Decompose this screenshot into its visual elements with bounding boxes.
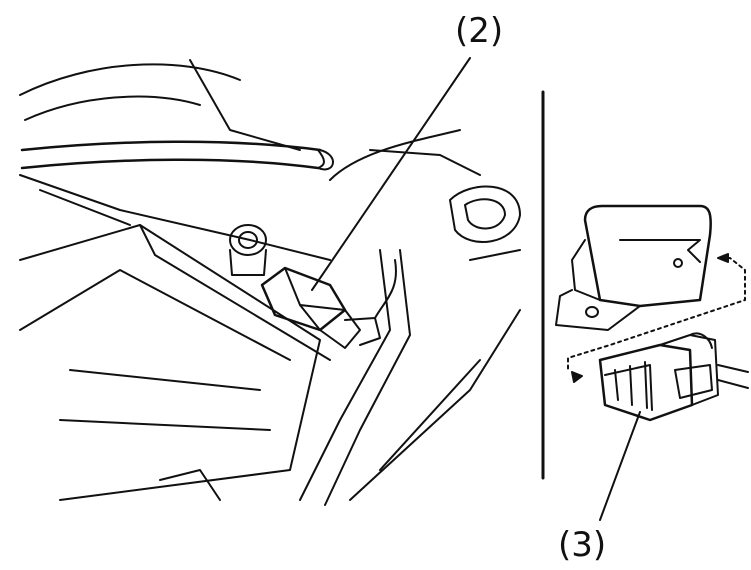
callout-label-3: (3) [558,525,607,565]
leader-line-2 [311,57,471,291]
grommet [449,185,521,243]
assembly-guides [567,257,746,373]
bracket-housing [19,224,331,501]
detail-illustration [555,204,749,521]
connector-cover [555,204,712,331]
engine-bay-illustration [19,57,521,506]
guide-arrow-head [717,253,729,263]
wire-channel [299,249,521,506]
callout-label-2: (2) [455,11,504,51]
mounting-bolt [229,224,267,276]
cable-harness [20,140,334,171]
leader-line-3 [599,411,641,521]
guide-arrow-head-2 [571,371,583,383]
connector-part-2 [260,259,397,349]
connector-part-3 [598,332,749,422]
